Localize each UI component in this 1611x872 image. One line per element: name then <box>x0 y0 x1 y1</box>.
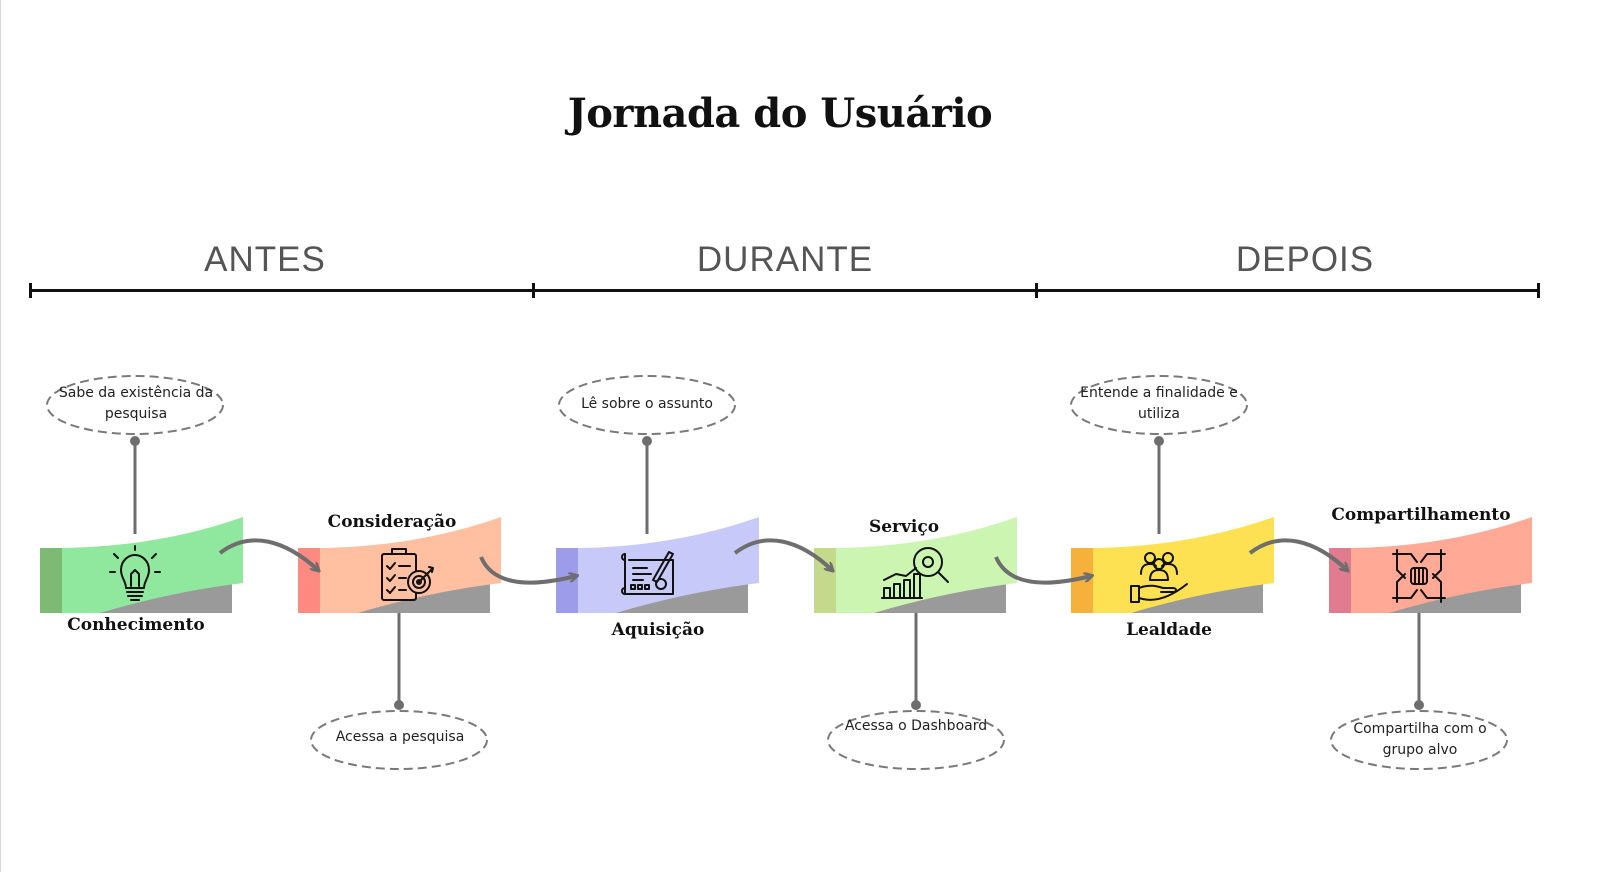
timeline-line <box>30 289 1540 292</box>
blueprint-circle <box>655 578 667 590</box>
card-tab <box>40 548 62 613</box>
connector-dot <box>911 700 921 710</box>
blueprint-roll <box>621 553 626 595</box>
stage-card-conhecimento <box>40 517 243 613</box>
clipboard-clip <box>391 548 407 555</box>
chart-bar4 <box>913 573 921 599</box>
note-ellipse <box>827 710 1005 770</box>
note-oval-compartilhamento <box>1330 613 1508 770</box>
stage-label-aquisicao: Aquisição <box>611 620 705 640</box>
card-body <box>556 517 759 613</box>
phase-durante: DURANTE <box>696 240 874 279</box>
card-body <box>1329 517 1532 613</box>
flow-arrow-1 <box>218 538 318 570</box>
flow-arrow-3 <box>733 538 832 570</box>
bulb-base <box>126 591 144 601</box>
note-oval-conhecimento <box>46 375 224 534</box>
checklist <box>386 562 411 594</box>
connector-dot <box>130 436 140 446</box>
chart-bar3 <box>903 579 911 599</box>
note-ellipse <box>1070 375 1248 435</box>
stage-label-compartilhamento: Compartilhamento <box>1331 505 1511 525</box>
chart-bar1 <box>883 587 891 599</box>
card-tab <box>1071 548 1093 613</box>
note-compartilhamento: Compartilha com o grupo alvo <box>1353 721 1487 758</box>
card-tab <box>556 548 578 613</box>
note-ellipse <box>46 375 224 435</box>
note-ellipse <box>310 710 488 770</box>
card-body <box>814 517 1017 613</box>
bulb-rays <box>109 545 161 573</box>
target-mid <box>412 575 426 589</box>
connector-dot <box>642 436 652 446</box>
note-servico: Acessa o Dashboard <box>844 718 988 734</box>
caring-hand <box>1130 583 1188 603</box>
connector-dot <box>1154 436 1164 446</box>
timeline-tick-start <box>29 283 32 298</box>
phase-depois: DEPOIS <box>1235 240 1375 279</box>
note-oval-consideracao <box>310 613 488 770</box>
stage-label-conhecimento: Conhecimento <box>67 615 205 635</box>
flow-arrow-2 <box>479 556 576 585</box>
lightbulb-icon <box>109 545 161 601</box>
arms <box>1392 553 1446 599</box>
note-ellipse <box>1330 710 1508 770</box>
stage-card-aquisicao <box>556 517 759 613</box>
blueprint-box2 <box>637 584 643 590</box>
blueprint-lines <box>632 567 652 581</box>
connector-dot <box>394 700 404 710</box>
team-care-icon <box>1130 552 1188 603</box>
blueprint-sheet <box>621 553 674 595</box>
note-lealdade: Entende a finalidade e utiliza <box>1080 385 1238 422</box>
blueprint-box1 <box>630 584 636 590</box>
stage-label-lealdade: Lealdade <box>1126 620 1212 640</box>
note-ellipse <box>558 375 736 435</box>
blueprint-box3 <box>644 584 650 590</box>
chart-trend <box>883 567 917 581</box>
note-aquisicao: Lê sobre o assunto <box>581 396 713 412</box>
checklist-target-icon <box>381 548 434 601</box>
note-consideracao: Acessa a pesquisa <box>335 729 465 745</box>
blueprint-pencil <box>652 551 674 583</box>
timeline-tick-end <box>1537 283 1540 298</box>
phase-antes: ANTES <box>204 240 326 279</box>
analytics-icon <box>881 547 949 599</box>
note-oval-servico <box>827 613 1005 770</box>
fingers <box>1414 567 1424 585</box>
magnifier-handle <box>937 571 949 583</box>
magnifier-lens <box>913 547 943 577</box>
bulb-glass <box>120 554 150 589</box>
note-oval-aquisicao <box>558 375 736 534</box>
card-body <box>40 517 243 613</box>
timeline-tick-1 <box>532 283 535 298</box>
note-conhecimento: Sabe da existência da pesquisa <box>58 385 214 422</box>
bulb-filament <box>130 569 140 587</box>
blueprint-icon <box>621 551 674 595</box>
forearms <box>1396 549 1442 603</box>
stage-card-servico <box>814 517 1017 613</box>
magnifier-gear <box>922 556 934 568</box>
flow-arrow-4 <box>994 556 1091 585</box>
target-arrow <box>418 566 434 583</box>
stage-label-consideracao: Consideração <box>327 512 457 532</box>
stage-label-servico: Serviço <box>868 517 940 537</box>
flow-arrow-5 <box>1248 538 1347 570</box>
chart-bar2 <box>893 583 901 599</box>
timeline-tick-2 <box>1035 283 1038 298</box>
note-oval-lealdade <box>1070 375 1248 534</box>
page-title: Jornada do Usuário <box>567 90 993 137</box>
joined-hands-icon <box>1392 549 1446 603</box>
connector-dot <box>1414 700 1424 710</box>
people-bodies <box>1140 563 1178 581</box>
page-edge <box>0 0 1 872</box>
